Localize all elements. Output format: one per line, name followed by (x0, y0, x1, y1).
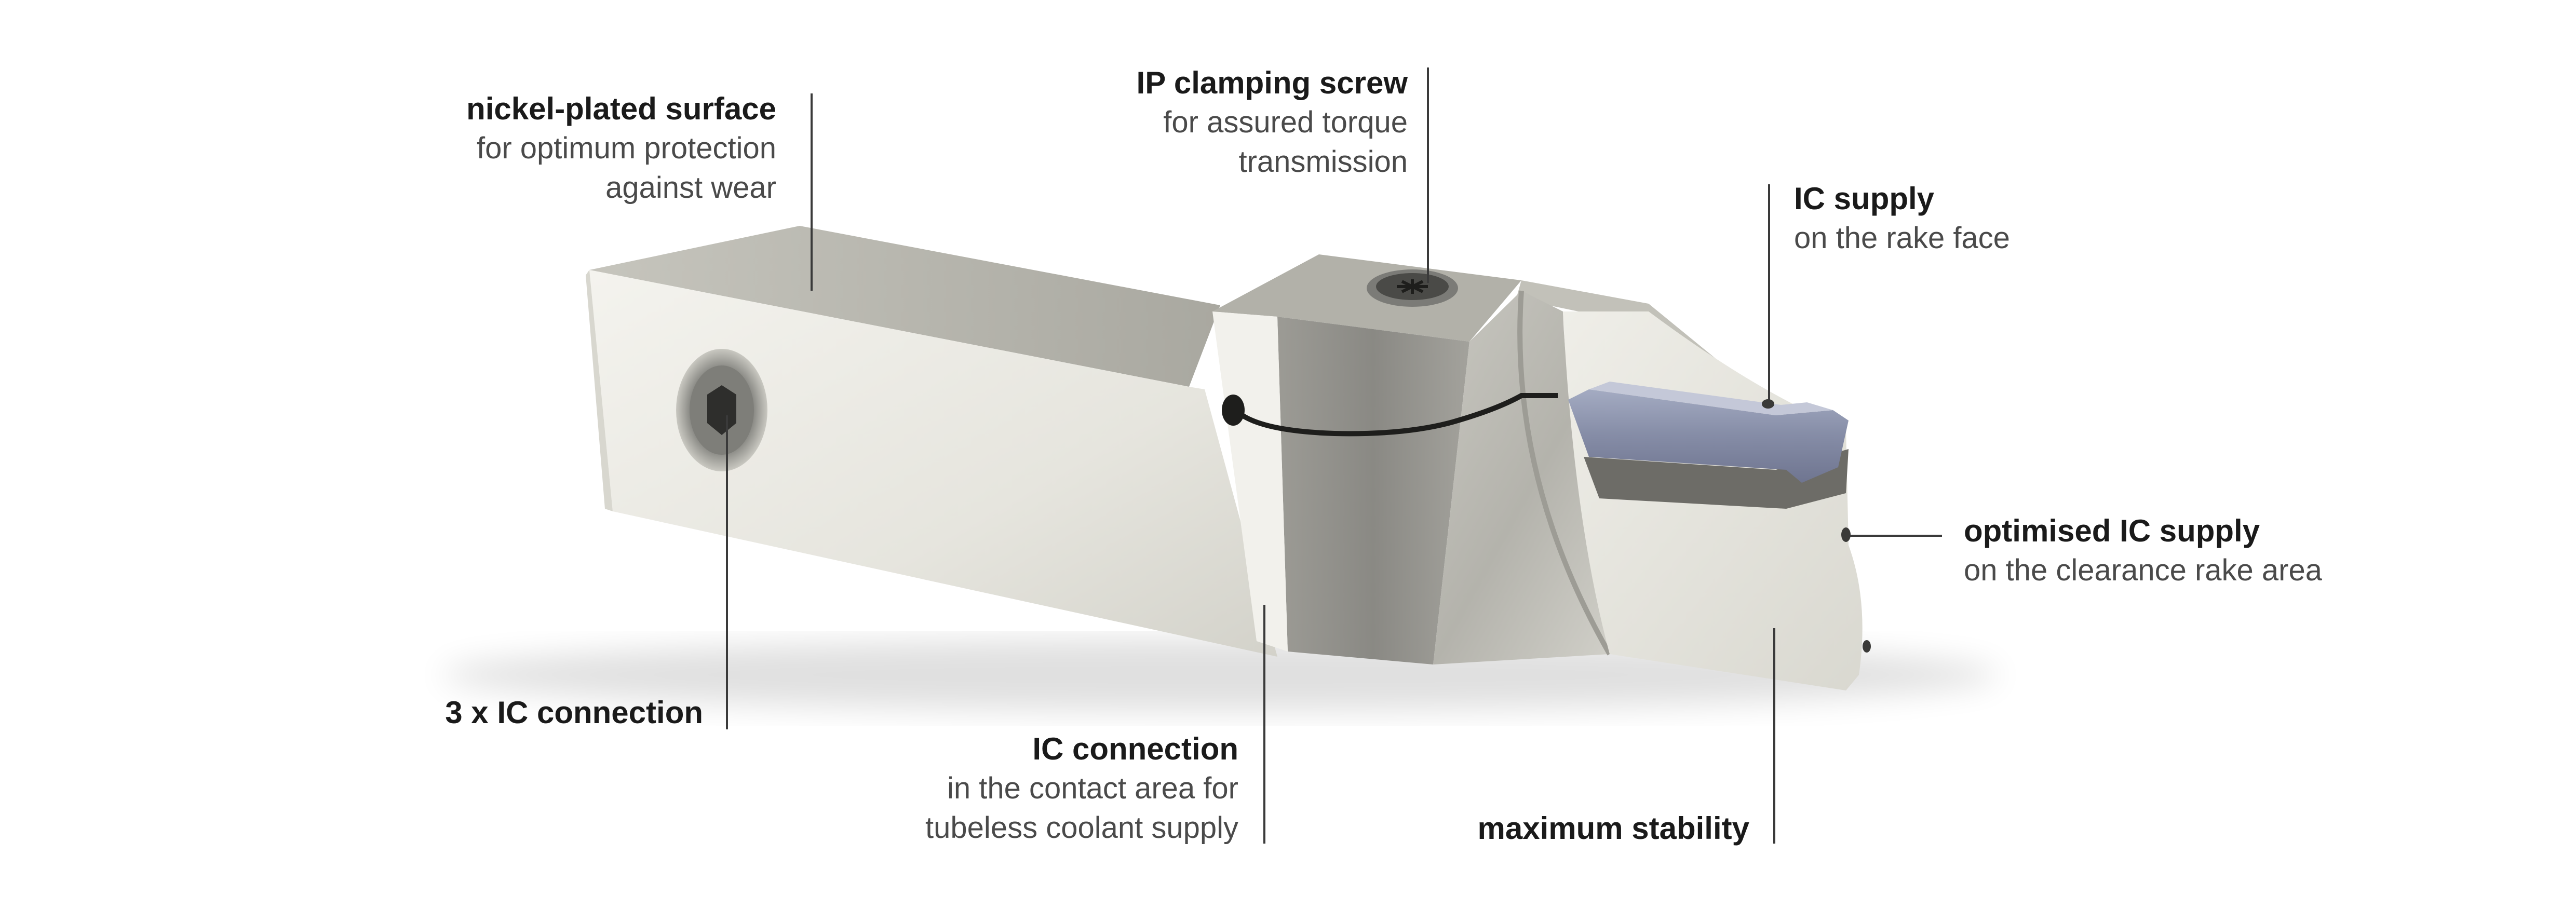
callout-line: against wear (605, 171, 776, 205)
callout-title: IP clamping screw (1136, 65, 1408, 100)
coolant-hose (1234, 393, 1558, 437)
floor-shadow (441, 639, 1999, 711)
callout-title: 3 x IC connection (445, 695, 703, 730)
callout-ic-connection: IC connection in the contact area for tu… (925, 729, 1238, 848)
callout-line: for optimum protection (476, 131, 776, 165)
optimised-ic-nozzle (1841, 527, 1851, 542)
callout-optimised-ic-supply: optimised IC supply on the clearance rak… (1964, 511, 2322, 590)
callout-line: transmission (1238, 145, 1408, 179)
hex-socket-icon (707, 385, 736, 435)
coolant-port (1222, 395, 1245, 426)
callout-3x-ic-connection: 3 x IC connection (445, 693, 703, 732)
ic-supply-nozzle (1762, 399, 1774, 409)
callout-line: for assured torque (1163, 105, 1408, 139)
callout-line: in the contact area for (947, 771, 1238, 805)
callout-title: nickel-plated surface (466, 91, 776, 126)
shank-front-face (589, 270, 1277, 657)
callout-title: IC connection (1032, 731, 1238, 766)
callout-title: IC supply (1794, 181, 1935, 216)
callout-line: tubeless coolant supply (925, 811, 1238, 845)
callout-nickel-plated-surface: nickel-plated surface for optimum protec… (466, 89, 776, 208)
callout-line: on the rake face (1794, 221, 2010, 255)
callout-title: optimised IC supply (1964, 513, 2260, 548)
insert-seat (1584, 449, 1849, 509)
grooving-insert (1568, 389, 1849, 483)
shank-top-face (589, 226, 1220, 387)
callout-ic-supply: IC supply on the rake face (1794, 179, 2010, 258)
shank-left-edge (586, 270, 613, 511)
callout-line: on the clearance rake area (1964, 553, 2322, 587)
callout-title: maximum stability (1477, 811, 1749, 846)
callout-ip-clamping-screw: IP clamping screw for assured torque tra… (1137, 63, 1408, 182)
lower-ic-nozzle (1863, 640, 1871, 653)
callout-maximum-stability: maximum stability (1477, 809, 1749, 848)
head-curve-edge (1517, 290, 1612, 656)
torx-icon (1397, 279, 1428, 294)
clamp-front-face (1277, 317, 1469, 664)
